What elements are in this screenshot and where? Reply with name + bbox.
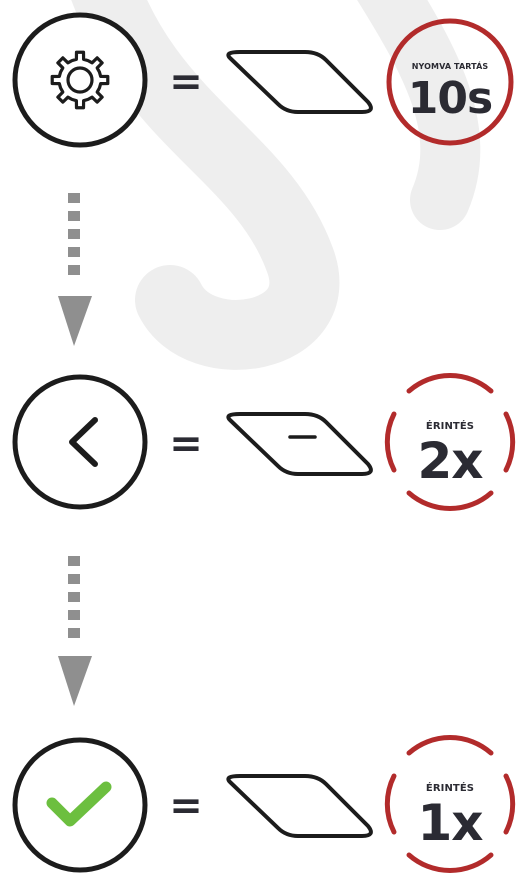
tap-action-label: ÉRINTÉS <box>425 783 475 794</box>
plain-touch-pad <box>226 50 373 114</box>
equals-sign: = <box>169 59 203 105</box>
chevron-left-icon <box>69 417 98 467</box>
hold-action-value: 10s <box>407 73 493 124</box>
gear-icon <box>50 50 110 110</box>
equals-sign: = <box>169 421 203 467</box>
hold-timer-circle <box>386 18 514 146</box>
single-tap-pad <box>226 774 373 838</box>
equals-sign: = <box>169 783 203 829</box>
dotted-down-arrow-icon <box>58 556 92 706</box>
tap-count-arcs <box>384 373 516 511</box>
hold-action-label: NYOMVA TARTÁS <box>411 62 489 71</box>
tap-action-label: ÉRINTÉS <box>425 421 475 432</box>
checkmark-icon <box>46 781 112 827</box>
watermark-swoosh-2 <box>357 0 481 230</box>
watermark-swoosh <box>71 0 340 370</box>
tap-action-value: 1x <box>417 794 483 852</box>
double-tap-pad <box>226 412 373 476</box>
dotted-down-arrow-icon <box>58 193 92 346</box>
gear-button-circle <box>12 12 148 148</box>
back-button-circle <box>12 374 148 510</box>
tap-action-value: 2x <box>417 432 483 490</box>
tap-count-arcs <box>384 735 516 873</box>
